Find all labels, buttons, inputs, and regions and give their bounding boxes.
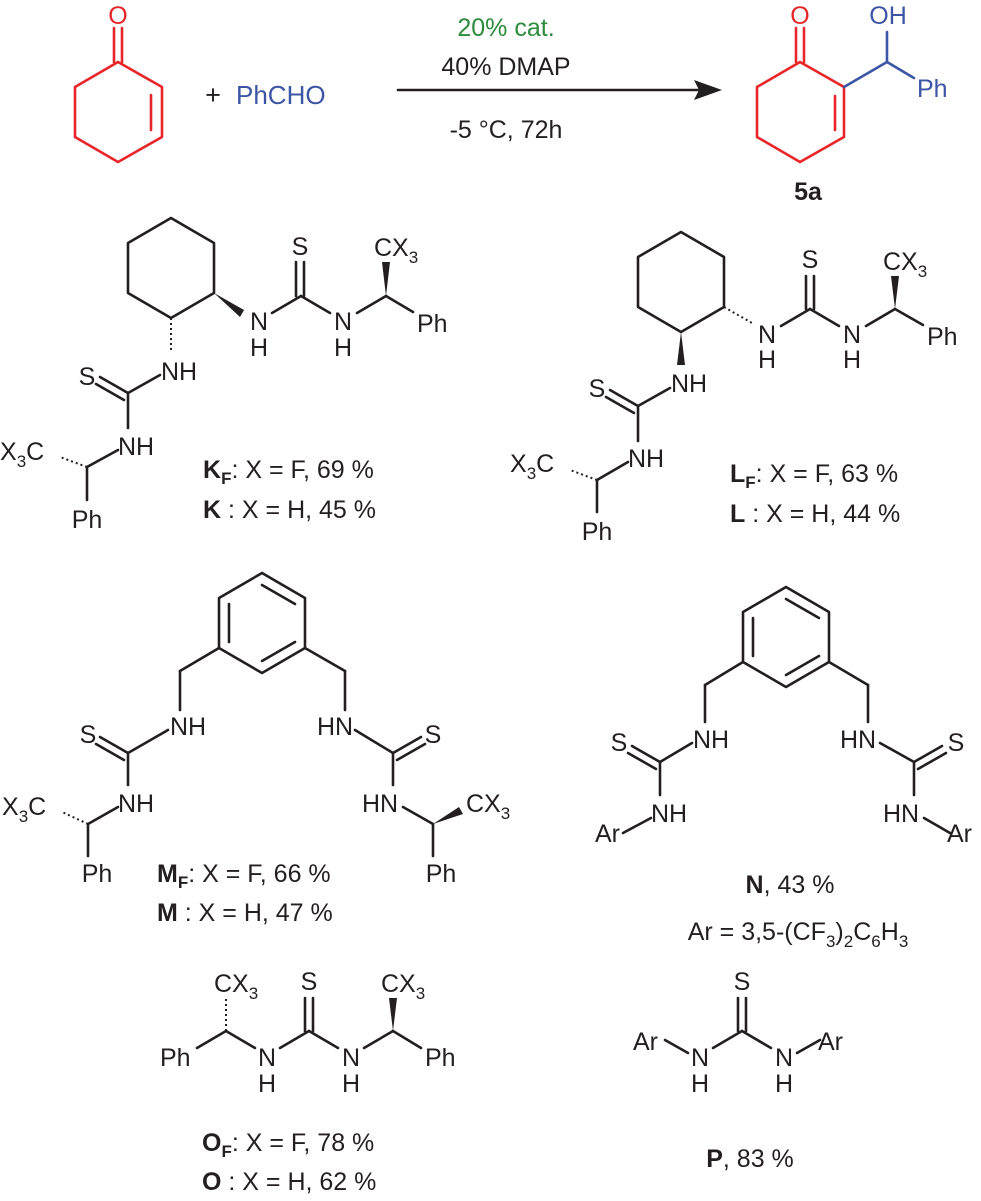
catalyst-l-fluoro-line: LF: X = F, 63 % [730, 460, 898, 492]
catalyst-m-structure: NH S NH X3C Ph HN S HN CX3 Ph [2, 571, 510, 888]
m-s2-label: S [425, 721, 442, 749]
l-h1-label: H [758, 346, 776, 374]
l-cx3-label: CX3 [883, 248, 927, 281]
o-cx3a-label: CX3 [214, 970, 258, 1003]
o-cx3b-label: CX3 [381, 970, 425, 1003]
k-n1-label: N [250, 308, 268, 336]
l-s2-label: S [589, 375, 606, 403]
m-hn4-label: HN [362, 790, 398, 818]
l-nh4-label: NH [628, 445, 664, 473]
m-ph1-label: Ph [82, 860, 113, 888]
catalyst-k-line: K : X = H, 45 % [203, 496, 376, 524]
product-phenyl-label: Ph [917, 75, 948, 103]
k-s1-label: S [292, 233, 309, 261]
m-x3c-label: X3C [2, 793, 46, 826]
m-ph2-label: Ph [426, 860, 457, 888]
o-s-label: S [301, 968, 318, 996]
aryl-definition: Ar = 3,5-(CF3)2C6H3 [688, 918, 909, 951]
m-nh1-label: NH [170, 713, 206, 741]
k-h2-label: H [334, 334, 352, 362]
product-label-5a: 5a [794, 178, 823, 206]
n-s2-label: S [948, 729, 965, 757]
catalyst-k-structure: N H S N H CX3 Ph NH S NH X3C Ph [0, 216, 448, 534]
k-cx3-label: CX3 [374, 234, 418, 267]
p-ar2-label: Ar [818, 1028, 843, 1056]
catalyst-n-line: N, 43 % [746, 871, 835, 899]
l-ph1-label: Ph [927, 323, 958, 351]
m-cx3-label: CX3 [466, 790, 510, 823]
carbonyl-oxygen-label: O [108, 2, 127, 30]
o-h1-label: H [258, 1070, 276, 1098]
l-h2-label: H [843, 346, 861, 374]
k-ph1-label: Ph [417, 310, 448, 338]
n-ar2-label: Ar [947, 820, 972, 848]
plus-sign: + [205, 80, 221, 110]
m-hn3-label: HN [317, 713, 353, 741]
o-n1-label: N [258, 1044, 276, 1072]
k-nh3-label: NH [161, 358, 197, 386]
l-ph2-label: Ph [582, 518, 613, 546]
catalyst-o-fluoro-line: OF: X = F, 78 % [202, 1129, 374, 1161]
n-nh2-label: NH [651, 800, 687, 828]
catalyst-p-line: P, 83 % [706, 1145, 794, 1173]
n-hn3-label: HN [840, 726, 876, 754]
l-n2-label: N [843, 321, 861, 349]
p-h1-label: H [691, 1070, 709, 1098]
cyclohexenone-structure: O [73, 2, 164, 164]
o-ph2-label: Ph [425, 1044, 456, 1072]
p-n2-label: N [775, 1044, 793, 1072]
product-oxygen-label: O [790, 2, 809, 30]
l-x3c-label: X3C [510, 450, 554, 483]
p-s-label: S [734, 968, 751, 996]
catalyst-k-fluoro-line: KF: X = F, 69 % [203, 456, 374, 488]
k-x3c-label: X3C [0, 438, 44, 471]
catalyst-m-fluoro-line: MF: X = F, 66 % [157, 860, 331, 892]
catalyst-p-structure: Ar N H S N H Ar [633, 968, 843, 1098]
catalyst-o-structure: Ph CX3 N H S N H CX3 Ph [160, 968, 456, 1098]
n-ar1-label: Ar [595, 820, 620, 848]
k-n2-label: N [334, 308, 352, 336]
catalyst-l-structure: N H S N H CX3 Ph NH S NH X3C Ph [510, 230, 958, 546]
o-ph1-label: Ph [160, 1044, 191, 1072]
m-s1-label: S [80, 721, 97, 749]
l-n1-label: N [758, 321, 776, 349]
hydroxyl-label: OH [869, 2, 907, 30]
m-nh2-label: NH [118, 790, 154, 818]
p-n1-label: N [691, 1044, 709, 1072]
catalyst-n-structure: NH S NH Ar HN S HN Ar [595, 585, 972, 848]
reaction-arrow [396, 80, 722, 100]
dmap-label: 40% DMAP [441, 53, 570, 81]
o-n2-label: N [342, 1044, 360, 1072]
product-5a-structure: O OH Ph [755, 2, 948, 164]
o-h2-label: H [342, 1070, 360, 1098]
p-ar1-label: Ar [633, 1028, 658, 1056]
benzaldehyde-label: PhCHO [236, 80, 326, 110]
catalyst-o-line: O : X = H, 62 % [202, 1168, 376, 1196]
k-nh4-label: NH [118, 433, 154, 461]
k-h1-label: H [250, 334, 268, 362]
catalyst-m-line: M : X = H, 47 % [157, 899, 333, 927]
l-nh3-label: NH [671, 370, 707, 398]
n-s1-label: S [611, 729, 628, 757]
n-nh1-label: NH [693, 726, 729, 754]
k-s2-label: S [79, 363, 96, 391]
n-hn4-label: HN [883, 800, 919, 828]
catalyst-loading-label: 20% cat. [457, 14, 554, 42]
p-h2-label: H [775, 1070, 793, 1098]
catalyst-l-line: L : X = H, 44 % [730, 500, 900, 528]
conditions-label: -5 °C, 72h [450, 116, 563, 144]
k-ph2-label: Ph [72, 506, 103, 534]
l-s1-label: S [802, 246, 819, 274]
